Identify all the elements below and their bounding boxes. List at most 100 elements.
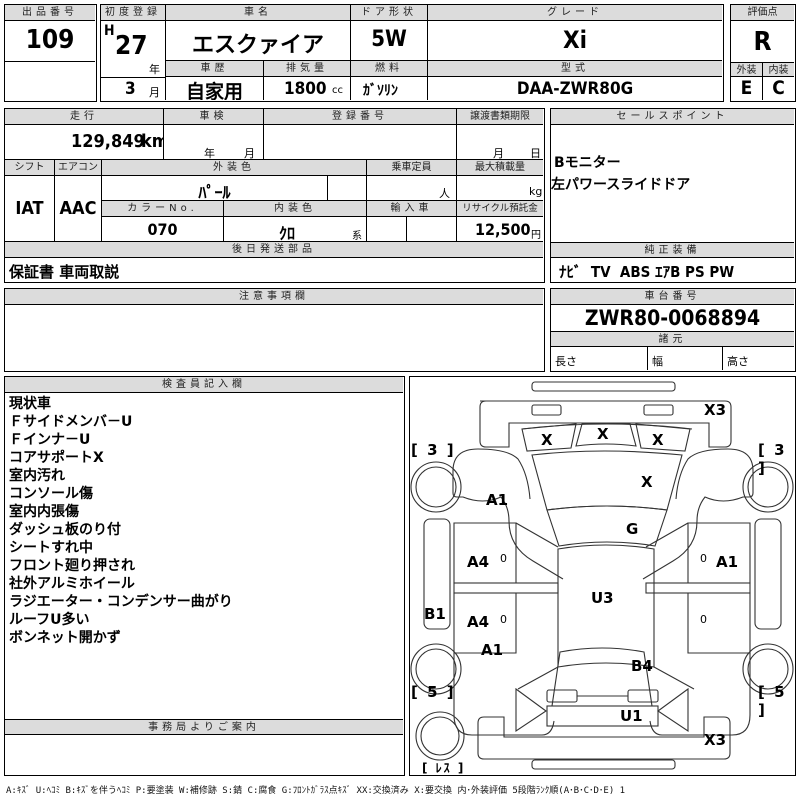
rear-bumper [477, 716, 731, 760]
rear-panel [546, 705, 659, 727]
chassis-no-header: 車台番号 [551, 289, 794, 305]
aircon-header: エアコン [55, 160, 102, 176]
tire-front-right-rating: [ 3 ] [758, 441, 787, 477]
model: DAA-ZWR80G [516, 79, 634, 99]
max-load-unit: kg [529, 185, 543, 198]
fog-left [531, 404, 562, 416]
spec-height-label: 高さ [727, 355, 749, 368]
sales-points-header: セールスポイント [551, 109, 794, 125]
inspector-box: 検査員記入欄 現状車 Ｆサイドメンバ－U Ｆインナ－U コアサポートX 室内汚れ… [4, 376, 405, 776]
spec-length-label: 長さ [555, 355, 577, 368]
transfer-deadline-cell: 月 日 [457, 125, 543, 160]
right-step [754, 518, 782, 630]
displacement-unit: cc [332, 85, 343, 96]
mark-windshield: G [626, 520, 639, 538]
history-header: 車歴 [166, 61, 264, 77]
interior-score: C [772, 77, 785, 99]
hood [531, 450, 683, 511]
interior-color-cell: ｸﾛ 系 [224, 217, 367, 242]
month-unit: 月 [149, 86, 160, 99]
office-notice-header: 事務局よりご案内 [5, 719, 403, 735]
inspector-header: 検査員記入欄 [5, 377, 403, 393]
mark-hood: X [641, 473, 653, 491]
door-mark-small: 0 [700, 613, 707, 626]
reg-month: 3 [125, 79, 136, 99]
interior-color-header: 内装色 [224, 201, 367, 217]
import-cell-a [367, 217, 407, 242]
inspector-note: 室内汚れ [9, 468, 65, 484]
score-header: 評価点 [731, 5, 794, 21]
sales-point-item: 左パワースライドドア [551, 177, 691, 193]
mark-rear-bumper: X3 [704, 731, 727, 749]
aircon: AAC [59, 198, 97, 219]
tire-rear-right [742, 643, 794, 695]
mark-left-step: B1 [424, 605, 446, 623]
mark-grille: X [597, 425, 609, 443]
sales-point-item: Bモニター [554, 155, 621, 171]
exterior-color-extra-cell [328, 176, 367, 201]
front-left-fender [452, 448, 564, 580]
reg-year: 27 [115, 31, 148, 61]
inspector-note: 現状車 [9, 396, 51, 412]
spec-height-cell: 高さ [723, 347, 794, 370]
grade-header: グレード [428, 5, 722, 21]
mark-rear-panel: U1 [620, 707, 643, 725]
interior-cell: C [763, 77, 794, 100]
spec-width-cell: 幅 [648, 347, 723, 370]
score-box: 評価点 R 外装 内装 E C [730, 4, 796, 102]
color-no-header: カラーNo. [102, 201, 224, 217]
right-rear-door [687, 592, 751, 654]
door-cell: 5W [351, 21, 428, 61]
first-registration-header: 初度登録 [101, 5, 166, 21]
car-name-header: 車名 [166, 5, 351, 21]
capacity-cell: 人 [367, 176, 457, 201]
inspection-year-unit: 年 [204, 147, 215, 160]
fuel: ｶﾞｿﾘﾝ [363, 83, 398, 99]
inspector-note: 室内内張傷 [9, 504, 79, 520]
rear-bumper-strip [531, 759, 676, 770]
mileage-unit: km [141, 131, 163, 152]
recycle-header: リサイクル預託金 [457, 201, 543, 217]
exterior-color-header: 外装色 [102, 160, 367, 176]
car-name: エスクァイア [191, 33, 324, 58]
deadline-day-unit: 日 [530, 147, 541, 160]
car-name-cell: エスクァイア [166, 21, 351, 61]
mark-left-rear-fender: A1 [481, 641, 504, 659]
tire-front-left [410, 461, 462, 513]
caution-box: 注意事項欄 [4, 288, 545, 372]
inspector-note: ルーフU多い [9, 612, 90, 628]
interior-color-suffix: 系 [352, 231, 362, 242]
color-no: 070 [147, 220, 178, 239]
score: R [753, 27, 772, 57]
legend: A:ｷｽﾞ U:ﾍｺﾐ B:ｷｽﾞを伴うﾍｺﾐ P:要塗装 W:補修跡 S:錆 … [6, 786, 626, 796]
later-parts-header: 後日発送部品 [5, 242, 543, 258]
tire-rear-left [410, 643, 462, 695]
era: H [104, 23, 115, 39]
color-no-cell: 070 [102, 217, 224, 242]
capacity-header: 乗車定員 [367, 160, 457, 176]
shift-header: シフト [5, 160, 55, 176]
genuine-equipment: ﾅﾋﾞ TV ABS ｴｱB PS PW [559, 263, 735, 281]
fuel-cell: ｶﾞｿﾘﾝ [351, 77, 428, 100]
genuine-equipment-header: 純正装備 [551, 242, 794, 258]
inspector-note: 社外アルミホイール [9, 576, 135, 592]
mark-headlight-left: X [541, 431, 553, 449]
door-header: ドア形状 [351, 5, 428, 21]
tail-left [546, 689, 578, 703]
rear-gate [551, 647, 653, 707]
lot-box: 出品番号 109 [4, 4, 97, 102]
inspector-note: コンソール傷 [9, 486, 93, 502]
inspector-note: コアサポートX [9, 450, 104, 466]
front-right-fender [642, 448, 754, 580]
model-header: 型式 [428, 61, 722, 77]
windshield [546, 505, 668, 547]
first-registration-cell: H 27 年 3 月 [101, 21, 166, 100]
inspection-header: 車検 [164, 109, 264, 125]
max-load-header: 最大積載量 [457, 160, 543, 176]
grade: Xi [562, 26, 588, 54]
recycle-unit: 円 [531, 230, 541, 241]
tire-rear-right-rating: [ 5 ] [758, 683, 787, 719]
exterior-score: E [740, 77, 753, 99]
inspector-note: ボンネット開かず [9, 630, 121, 646]
capacity-unit: 人 [439, 187, 450, 200]
